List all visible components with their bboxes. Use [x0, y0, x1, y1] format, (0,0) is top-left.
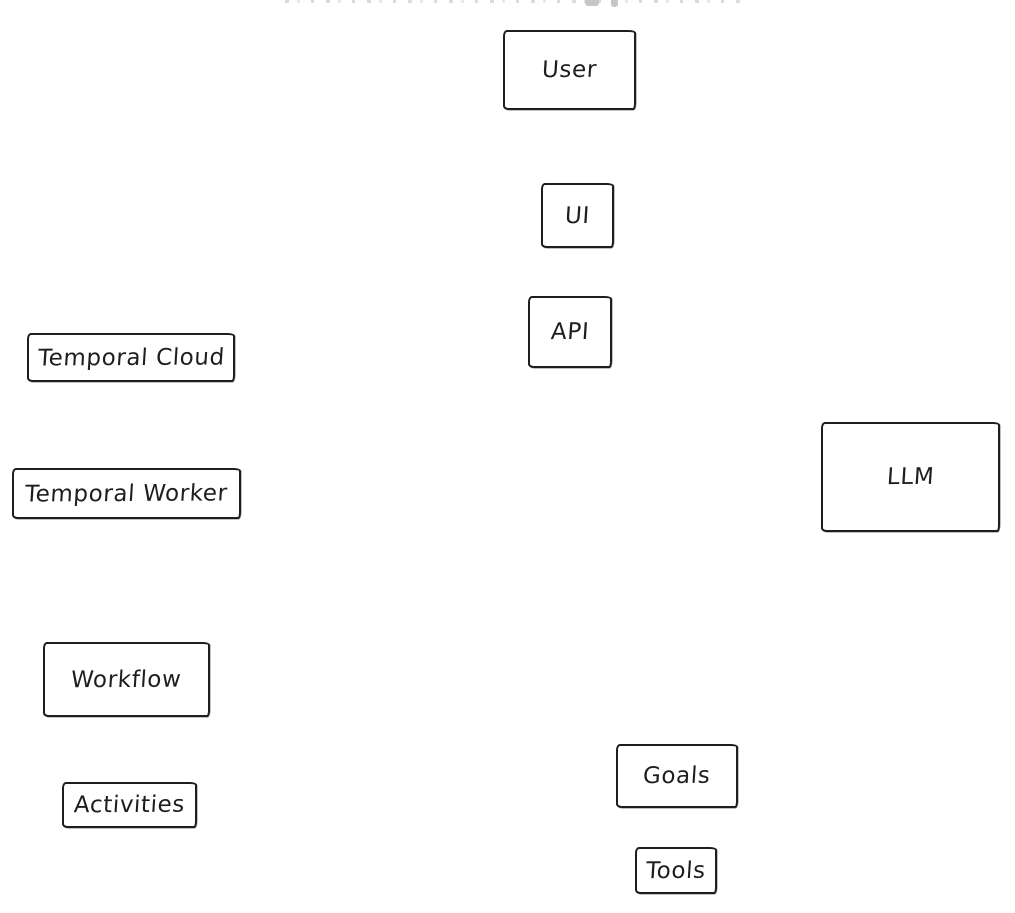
node-label-user: User [541, 56, 598, 84]
node-label-api: API [550, 318, 590, 346]
node-label-activities: Activities [73, 791, 186, 819]
diagram-node-ui[interactable]: UI [541, 183, 614, 248]
diagram-node-temporal-worker[interactable]: Temporal Worker [12, 468, 241, 519]
node-label-tools: Tools [645, 857, 707, 884]
node-label-temporal-cloud: Temporal Cloud [36, 344, 226, 371]
clipped-caption-fragments [285, 0, 745, 7]
clipped-caption-descender [611, 0, 618, 7]
diagram-node-tools[interactable]: Tools [635, 847, 717, 894]
diagram-node-api[interactable]: API [528, 296, 612, 368]
node-label-ui: UI [564, 202, 591, 229]
clipped-caption-descender [585, 0, 599, 6]
clipped-caption-dashes [285, 0, 745, 3]
node-label-temporal-worker: Temporal Worker [24, 479, 229, 508]
diagram-node-activities[interactable]: Activities [62, 782, 197, 828]
node-label-goals: Goals [642, 762, 712, 790]
diagram-node-temporal-cloud[interactable]: Temporal Cloud [27, 333, 235, 382]
diagram-node-goals[interactable]: Goals [616, 744, 738, 808]
diagram-node-workflow[interactable]: Workflow [43, 642, 210, 717]
node-label-llm: LLM [886, 463, 935, 491]
diagram-node-llm[interactable]: LLM [821, 422, 1000, 532]
node-label-workflow: Workflow [70, 666, 183, 693]
diagram-node-user[interactable]: User [503, 30, 636, 110]
